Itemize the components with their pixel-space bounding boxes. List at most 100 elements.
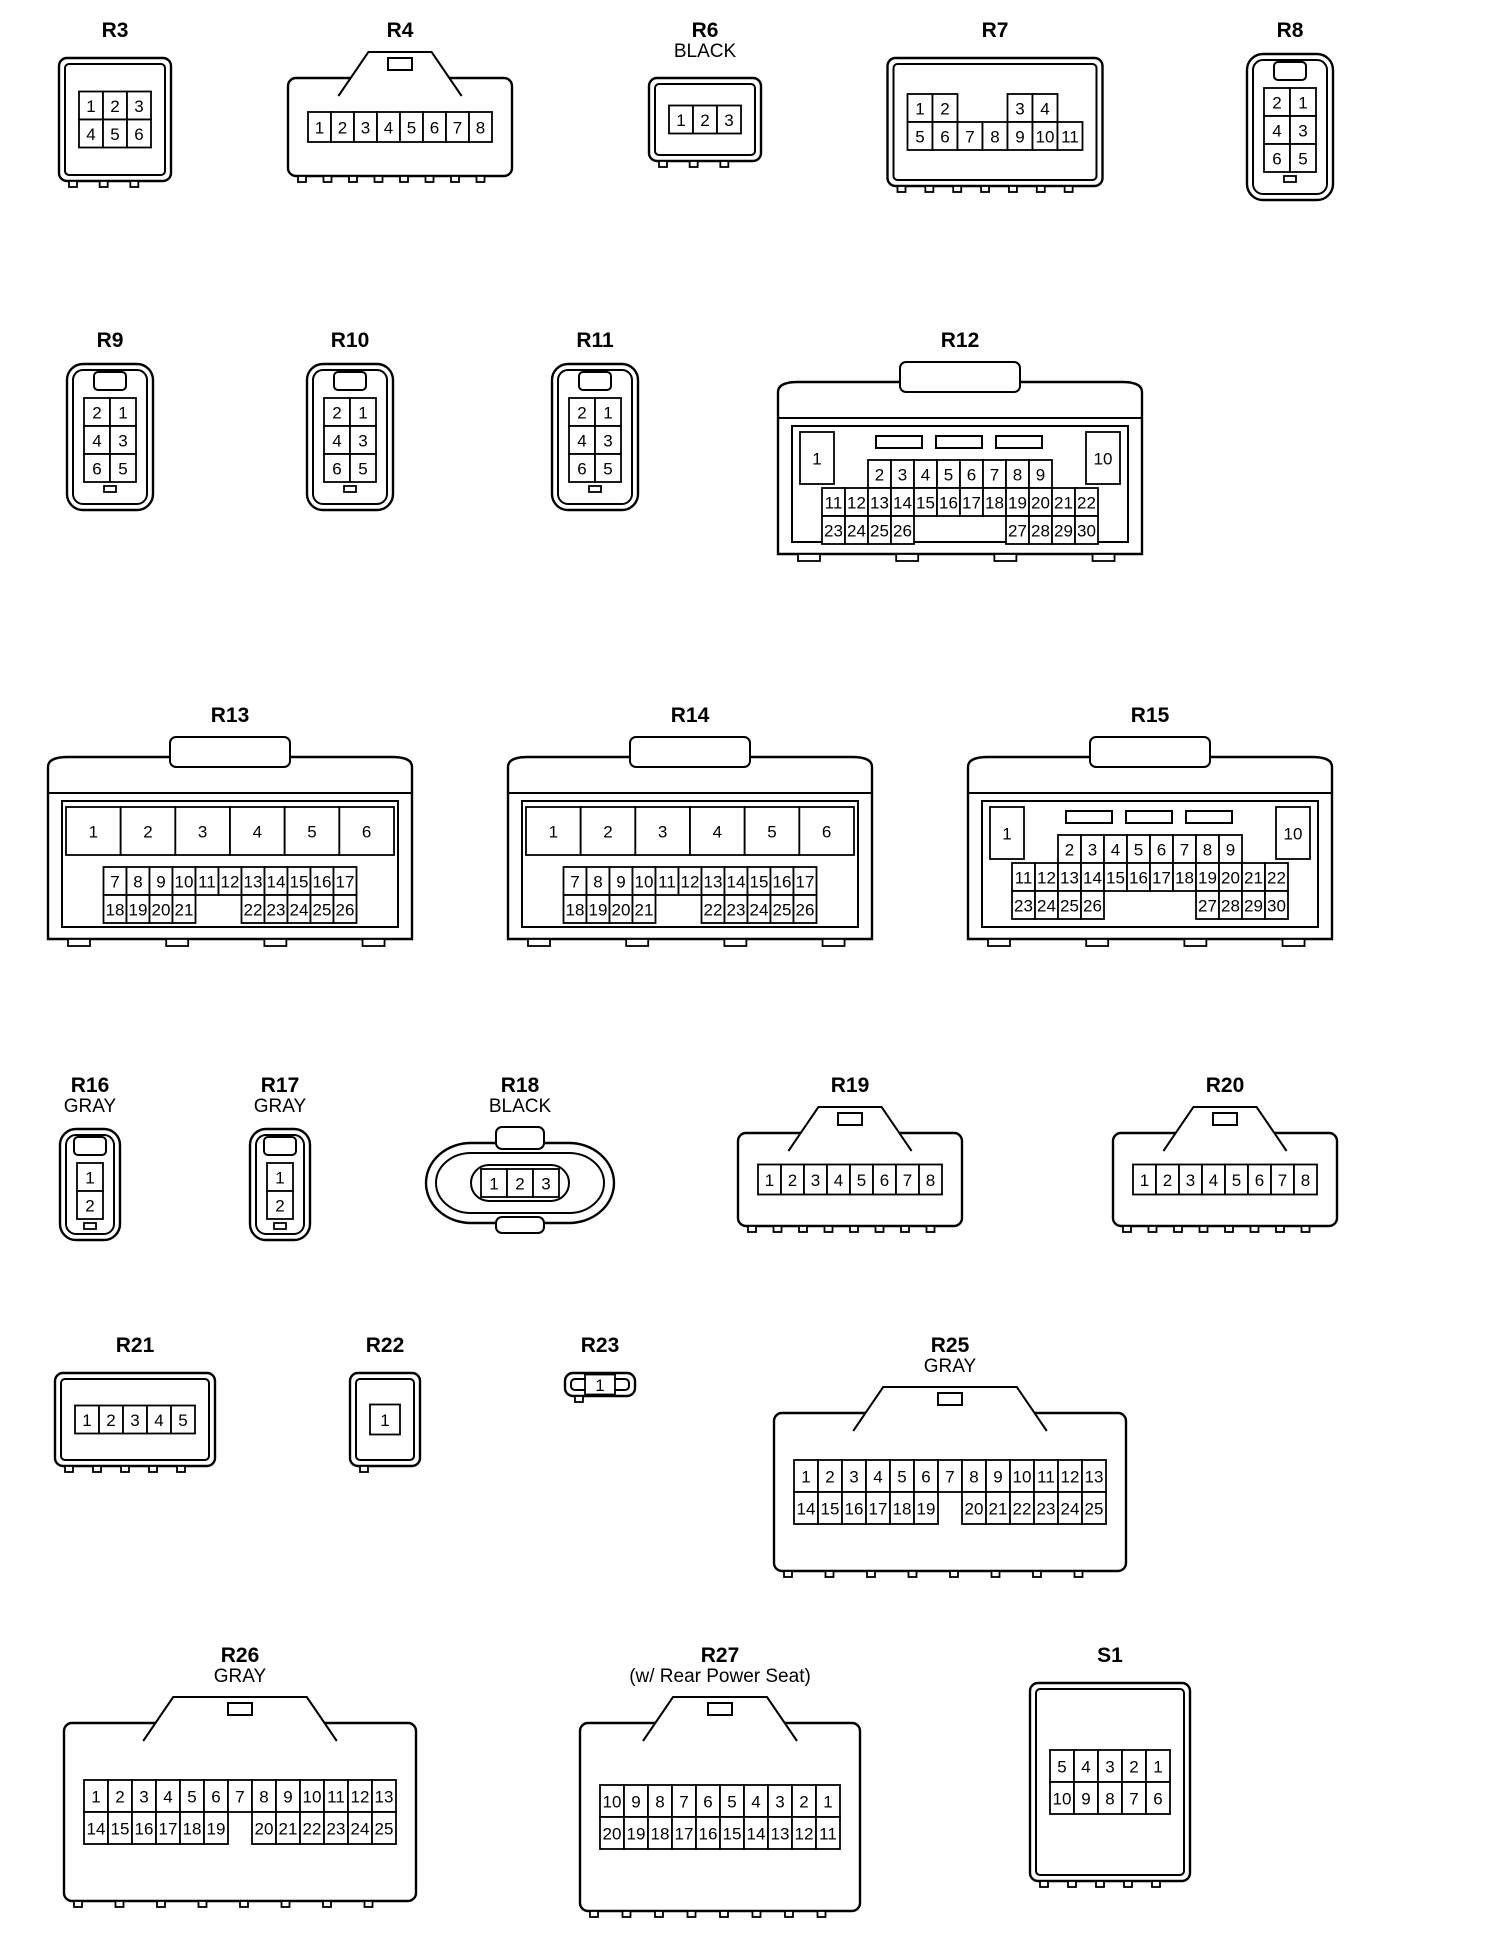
svg-text:6: 6: [92, 460, 101, 479]
connector-body: 1: [348, 1371, 422, 1473]
r26-pin-19: 19: [203, 1811, 229, 1845]
svg-text:4: 4: [253, 823, 262, 842]
r4-pin-5: 5: [399, 111, 424, 143]
svg-text:29: 29: [1054, 522, 1073, 541]
r18-pin-3: 3: [532, 1168, 560, 1198]
svg-text:8: 8: [926, 1171, 935, 1190]
r4-pin-1: 1: [307, 111, 332, 143]
svg-text:5: 5: [944, 466, 953, 485]
r25-pin-24: 24: [1057, 1491, 1083, 1525]
r25-pin-14: 14: [793, 1491, 819, 1525]
r15-pin-5: 5: [1126, 834, 1151, 864]
r4-pin-2: 2: [330, 111, 355, 143]
svg-text:17: 17: [962, 494, 981, 513]
svg-text:23: 23: [327, 1820, 346, 1839]
svg-text:2: 2: [1129, 1758, 1138, 1777]
r12-pin-9: 9: [1028, 459, 1053, 489]
s1-pin-2: 2: [1121, 1749, 1147, 1783]
svg-text:2: 2: [825, 1468, 834, 1487]
svg-text:13: 13: [704, 873, 723, 892]
s1-pin-1: 1: [1145, 1749, 1171, 1783]
svg-text:7: 7: [990, 466, 999, 485]
r14-pin-26: 26: [792, 894, 818, 924]
r26-pin-5: 5: [179, 1779, 205, 1813]
r7-pin-6: 6: [931, 121, 959, 151]
svg-text:20: 20: [1031, 494, 1050, 513]
r12-pin-27: 27: [1005, 515, 1030, 545]
svg-text:20: 20: [255, 1820, 274, 1839]
svg-text:25: 25: [375, 1820, 394, 1839]
r20-pin-5: 5: [1224, 1163, 1249, 1196]
r14-pin-21: 21: [631, 894, 657, 924]
svg-text:15: 15: [111, 1820, 130, 1839]
r25-pin-2: 2: [817, 1459, 843, 1493]
svg-text:7: 7: [965, 128, 974, 147]
svg-text:2: 2: [106, 1411, 115, 1430]
svg-text:28: 28: [1031, 522, 1050, 541]
r12-pin-17: 17: [959, 487, 984, 517]
connector-label: R25: [930, 1334, 970, 1357]
svg-text:2: 2: [332, 404, 341, 423]
r19-pin-6: 6: [872, 1163, 897, 1196]
r25-pin-4: 4: [865, 1459, 891, 1493]
r13-pin-20: 20: [148, 894, 174, 924]
svg-text:6: 6: [940, 128, 949, 147]
r26-pin-25: 25: [371, 1811, 397, 1845]
svg-text:15: 15: [821, 1500, 840, 1519]
r14-pin-3: 3: [634, 806, 691, 856]
svg-text:8: 8: [1105, 1790, 1114, 1809]
svg-text:3: 3: [541, 1175, 550, 1194]
svg-text:7: 7: [1180, 841, 1189, 860]
svg-text:1: 1: [603, 404, 612, 423]
r14-pin-5: 5: [743, 806, 801, 856]
svg-text:2: 2: [275, 1197, 284, 1216]
connector-label: R17: [260, 1074, 300, 1097]
r21-pin-1: 1: [74, 1404, 100, 1435]
r13-pin-25: 25: [309, 894, 335, 924]
svg-text:23: 23: [1037, 1500, 1056, 1519]
r14-pin-16: 16: [769, 866, 795, 896]
connector-label: R9: [96, 329, 124, 352]
r21-pin-4: 4: [146, 1404, 172, 1435]
r27-pin-6: 6: [695, 1784, 721, 1818]
s1-pin-10: 10: [1049, 1781, 1075, 1815]
svg-text:1: 1: [1298, 94, 1307, 113]
svg-text:24: 24: [1037, 897, 1056, 916]
r14-pin-17: 17: [792, 866, 818, 896]
s1-pin-4: 4: [1073, 1749, 1099, 1783]
svg-text:4: 4: [1081, 1758, 1090, 1777]
r7-pin-3: 3: [1006, 93, 1034, 123]
r13-pin-14: 14: [263, 866, 289, 896]
r12-pin-19: 19: [1005, 487, 1030, 517]
r27-pin-17: 17: [671, 1816, 697, 1850]
connector-body: 1: [563, 1371, 637, 1403]
r25-pin-17: 17: [865, 1491, 891, 1525]
svg-text:25: 25: [773, 901, 792, 920]
r26-pin-2: 2: [107, 1779, 133, 1813]
r25-pin-7: 7: [937, 1459, 963, 1493]
r9-pin-2: 2: [83, 397, 111, 427]
svg-text:20: 20: [152, 901, 171, 920]
r4-pin-4: 4: [376, 111, 401, 143]
r13-pin-23: 23: [263, 894, 289, 924]
svg-text:2: 2: [1163, 1171, 1172, 1190]
svg-text:5: 5: [358, 460, 367, 479]
r25-pin-12: 12: [1057, 1459, 1083, 1493]
connector-label: R14: [670, 704, 710, 727]
svg-text:11: 11: [819, 1825, 837, 1844]
r25-pin-18: 18: [889, 1491, 915, 1525]
r20-pin-2: 2: [1155, 1163, 1180, 1196]
r27-pin-14: 14: [743, 1816, 769, 1850]
r11-pin-6: 6: [568, 453, 596, 483]
svg-text:10: 10: [1053, 1790, 1072, 1809]
svg-text:1: 1: [1153, 1758, 1162, 1777]
r9-pin-5: 5: [109, 453, 137, 483]
svg-text:9: 9: [1081, 1790, 1090, 1809]
r11-pin-5: 5: [594, 453, 622, 483]
